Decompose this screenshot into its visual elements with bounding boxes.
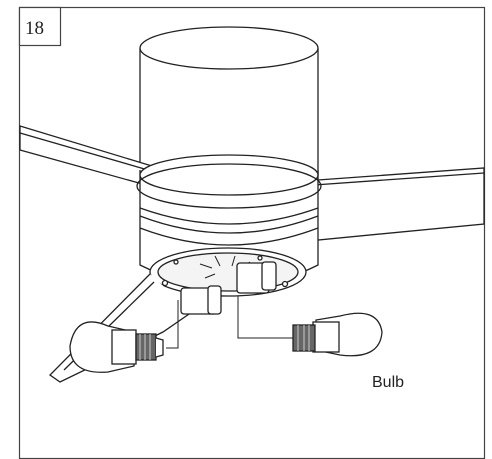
led-bulb-right-icon (237, 296, 383, 357)
step-number-box: 18 (18, 6, 62, 47)
socket-icon (180, 261, 277, 315)
canopy-icon (139, 26, 319, 176)
led-bulb-left-icon (69, 300, 179, 373)
bulb-label: Bulb (372, 374, 404, 391)
step-number: 18 (25, 18, 44, 39)
fan-blade-right-icon (288, 167, 485, 241)
light-kit-housing-icon (136, 154, 322, 297)
